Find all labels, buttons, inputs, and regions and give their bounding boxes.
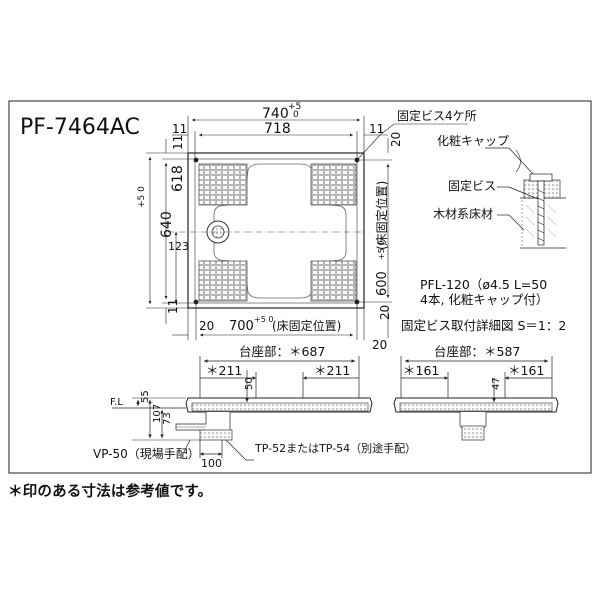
spec-line-2: 4本, 化粧キャップ付） (420, 292, 548, 307)
screw-callout: 固定ビス4ケ所 (397, 108, 477, 123)
dim-11-left: 11 (171, 135, 185, 150)
screw-shape (537, 180, 545, 246)
dim-740-tol-lower: 0 (293, 110, 299, 120)
grid-pad-bottom-right (310, 260, 357, 302)
grid-pad-top-left (198, 163, 248, 206)
screw-detail (485, 147, 566, 249)
footnote: ＊印のある寸法は参考値です。 (8, 484, 213, 500)
side-dim-161-left: ＊161 (403, 363, 439, 378)
spec-line-1: PFL-120（ø4.5 L=50 (420, 277, 547, 292)
dim-600: 600 (375, 271, 390, 296)
front-view (112, 356, 373, 461)
dim-11-top-right: 11 (369, 122, 384, 136)
front-dim-211-left: ＊211 (206, 363, 242, 378)
dim-20-top-right: 20 (389, 132, 403, 147)
dim-740-tol-upper: +5 (288, 102, 301, 112)
front-dim-50: 50 (244, 377, 255, 390)
vp-label: VP-50（現場手配） (93, 447, 200, 461)
side-trap-body (461, 425, 485, 441)
dim-718: 718 (264, 121, 291, 137)
dim-700-note: (床固定位置) (272, 318, 341, 333)
front-dim-100: 100 (201, 457, 222, 470)
dim-600-tol: +5 0 (377, 241, 386, 260)
front-base-label: 台座部：＊687 (239, 344, 325, 359)
dim-20-bottom-right: 20 (378, 305, 392, 320)
model-title: PF-7464AC (20, 115, 140, 140)
cap-shape (529, 173, 553, 182)
floor-label: 木材系床材 (433, 207, 493, 221)
dim-700: 700 (229, 319, 254, 334)
front-dim-73: 73 (162, 412, 173, 425)
grid-pad-bottom-left (198, 260, 248, 302)
dim-640: 640 (159, 211, 175, 238)
side-dim-161-right: ＊161 (508, 363, 544, 378)
drawing-frame (8, 100, 592, 474)
side-view (393, 356, 559, 441)
dim-11-bottom-left: 11 (166, 299, 180, 314)
screw-label: 固定ビス (448, 178, 496, 193)
front-dim-211-right: ＊211 (314, 363, 350, 378)
detail-title: 固定ビス取付詳細図 S＝1：2 (401, 318, 566, 333)
side-pan-base (399, 402, 553, 412)
dim-11-top-left: 11 (172, 122, 187, 136)
dim-618: 618 (170, 165, 186, 192)
dim-740: 740 (262, 106, 289, 122)
trap-body (199, 429, 233, 441)
dim-600-note: (床固定位置) (374, 181, 389, 250)
front-pan-base (191, 402, 369, 412)
front-dim-55: 55 (140, 390, 151, 403)
tp-label: TP-52またはTP-54（別途手配） (254, 441, 416, 455)
dim-640-tol: +5 0 (137, 186, 147, 208)
side-base-label: 台座部：＊587 (434, 344, 520, 359)
dim-123: 123 (168, 240, 189, 253)
top-view (146, 116, 468, 340)
screw-top-left (193, 157, 199, 163)
dim-700-tol: +5 0 (254, 315, 273, 324)
front-dim-107: 107 (152, 404, 163, 423)
side-dim-47: 47 (491, 377, 502, 390)
pan-inner-outline (194, 158, 358, 304)
dim-20-bottom-far-right: 20 (372, 338, 387, 352)
grid-pad-top-right (310, 163, 357, 206)
cap-label: 化粧キャップ (437, 134, 509, 148)
dim-20-bottom-left: 20 (199, 319, 214, 333)
floor-level-label: F.L (110, 397, 123, 408)
